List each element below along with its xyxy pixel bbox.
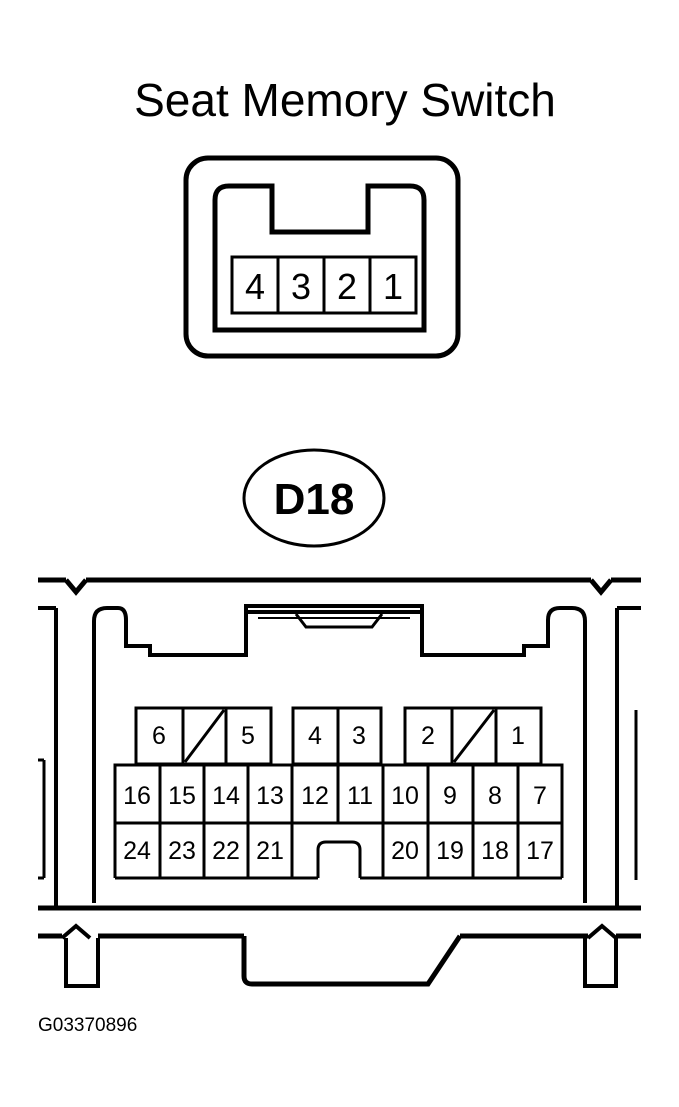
d18-pin-label: 9 bbox=[443, 782, 457, 810]
d18-pin-label: 4 bbox=[308, 722, 322, 750]
d18-pin-label: 8 bbox=[488, 782, 502, 810]
d18-pin-label: 3 bbox=[352, 722, 366, 750]
d18-pin-label: 2 bbox=[421, 722, 435, 750]
figure-code: G03370896 bbox=[38, 1015, 137, 1036]
diagram-title: Seat Memory Switch bbox=[134, 74, 556, 126]
d18-pin-label: 15 bbox=[168, 782, 196, 810]
connector-tag-label: D18 bbox=[274, 475, 355, 524]
switch-pin-label: 1 bbox=[383, 266, 403, 307]
d18-pin-label: 19 bbox=[436, 837, 464, 865]
d18-pin-label: 7 bbox=[533, 782, 547, 810]
d18-pin-label: 12 bbox=[301, 782, 329, 810]
switch-pin-label: 3 bbox=[291, 266, 311, 307]
d18-pin-label: 11 bbox=[347, 782, 373, 810]
d18-pin-label: 1 bbox=[511, 722, 525, 750]
d18-pin-label: 10 bbox=[391, 782, 419, 810]
d18-pin-label: 22 bbox=[212, 837, 240, 865]
switch-pin-cell-1 bbox=[368, 255, 418, 315]
d18-connector: 6 5 4 3 2 1 16 15 14 13 12 11 10 9 8 7 2… bbox=[38, 577, 641, 988]
d18-pin-label: 5 bbox=[241, 722, 255, 750]
d18-pin-label: 17 bbox=[526, 837, 554, 865]
switch-pin-label: 2 bbox=[337, 266, 357, 307]
d18-pin-label: 13 bbox=[256, 782, 284, 810]
d18-pin-label: 14 bbox=[212, 782, 240, 810]
d18-pin-label: 20 bbox=[391, 837, 419, 865]
switch-pin-label: 4 bbox=[245, 266, 265, 307]
d18-pin-label: 6 bbox=[152, 722, 166, 750]
d18-pin-label: 23 bbox=[168, 837, 196, 865]
d18-pin-label: 24 bbox=[123, 837, 151, 865]
d18-pin-label: 16 bbox=[123, 782, 151, 810]
d18-pin-label: 18 bbox=[481, 837, 509, 865]
connector-tag: D18 bbox=[242, 448, 386, 548]
seat-memory-switch-connector: 4 3 2 1 bbox=[183, 155, 461, 359]
d18-pin-label: 21 bbox=[256, 837, 284, 865]
